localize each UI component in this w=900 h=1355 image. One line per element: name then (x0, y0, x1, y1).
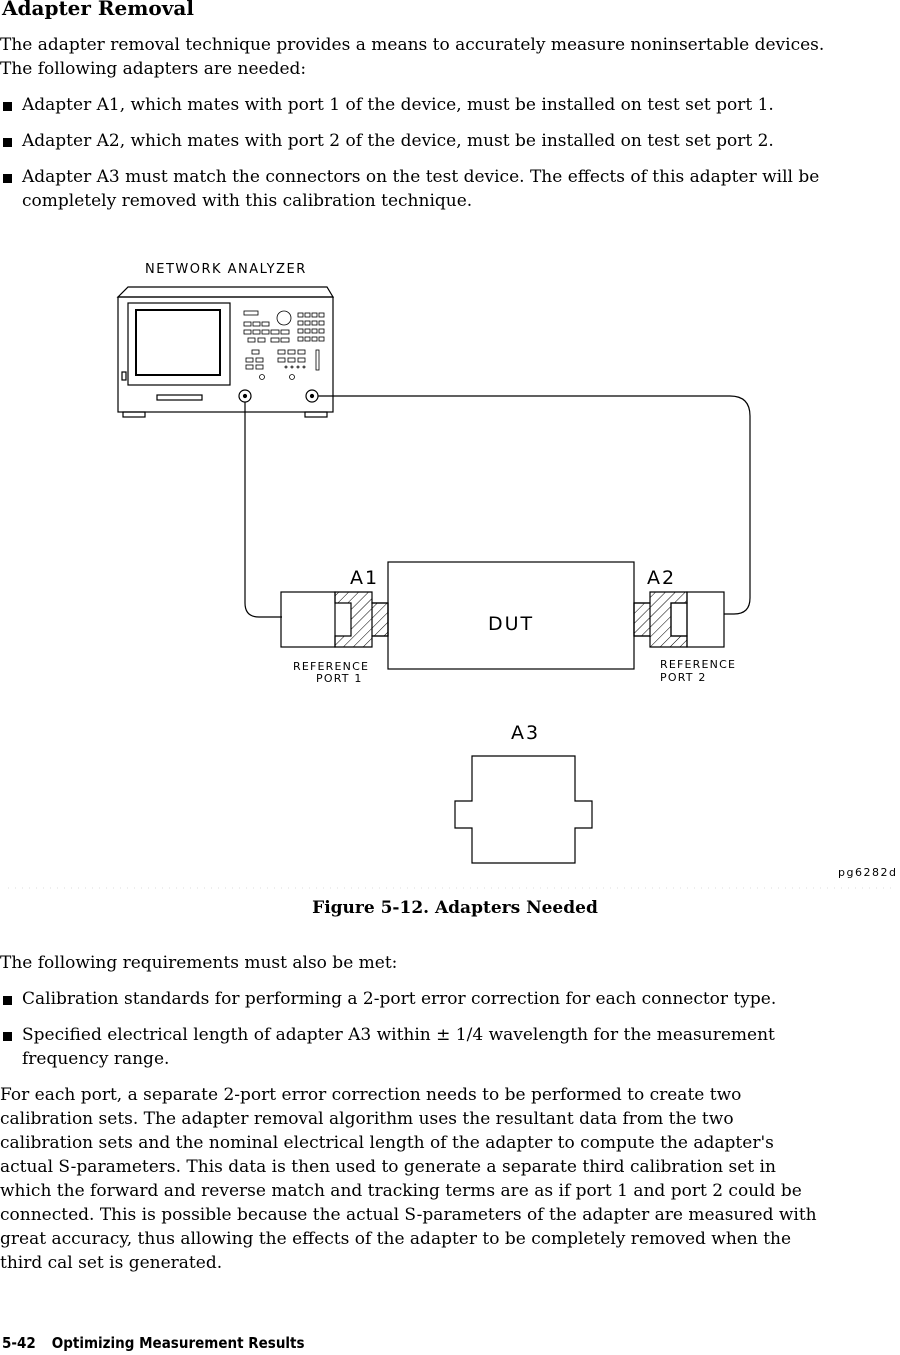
requirements-intro: The following requirements must also be … (0, 953, 398, 973)
network-analyzer-label: NETWORK ANALYZER (145, 262, 307, 277)
bullet-square-icon (3, 174, 12, 183)
adapter-a3 (454, 755, 593, 864)
page-number: 5-42 (2, 1334, 36, 1352)
adapter-a2 (633, 591, 725, 648)
bullet-text: Calibration standards for performing a 2… (22, 989, 777, 1009)
a1-label: A1 (350, 567, 379, 589)
figure-code: pg6282d (838, 866, 897, 879)
section-heading: Adapter Removal (2, 0, 194, 20)
adapter-bullet-a3: Adapter A3 must match the connectors on … (0, 165, 895, 213)
bullet-square-icon (3, 138, 12, 147)
body-line-3: calibration sets and the nominal electri… (0, 1133, 774, 1153)
requirement-bullet-calibration: Calibration standards for performing a 2… (0, 987, 895, 1011)
dut-label: DUT (488, 613, 534, 635)
a2-label: A2 (647, 567, 676, 589)
ref-port2-label-line2: PORT 2 (660, 671, 707, 684)
adapter-a1 (280, 591, 389, 648)
a3-label: A3 (511, 722, 540, 744)
body-line-4: actual S-parameters. This data is then u… (0, 1157, 776, 1177)
adapter-bullet-a1: Adapter A1, which mates with port 1 of t… (0, 93, 895, 117)
bullet-text: Specified electrical length of adapter A… (22, 1025, 775, 1069)
network-analyzer-instrument (116, 286, 335, 418)
body-line-8: third cal set is generated. (0, 1253, 223, 1273)
intro-line-2: The following adapters are needed: (0, 59, 307, 79)
body-line-6: connected. This is possible because the … (0, 1205, 817, 1225)
ref-port2-label-line1: REFERENCE (660, 658, 736, 671)
bullet-square-icon (3, 102, 12, 111)
figure-caption: Figure 5-12. Adapters Needed (312, 898, 598, 918)
bullet-square-icon (3, 1032, 12, 1041)
port1-cable (244, 402, 282, 618)
body-line-2: calibration sets. The adapter removal al… (0, 1109, 734, 1129)
bullet-text: Adapter A1, which mates with port 1 of t… (22, 95, 774, 115)
body-line-1: For each port, a separate 2-port error c… (0, 1085, 742, 1105)
body-line-7: great accuracy, thus allowing the effect… (0, 1229, 792, 1249)
adapter-diagram: NETWORK ANALYZER (8, 262, 897, 889)
adapter-bullet-a2: Adapter A2, which mates with port 2 of t… (0, 129, 895, 153)
intro-line-1: The adapter removal technique provides a… (0, 35, 825, 55)
ref-port1-label-line1: REFERENCE (293, 660, 369, 673)
port2-cable (318, 395, 751, 615)
adapter-figure: NETWORK ANALYZER (0, 250, 900, 890)
page-footer: 5-42 Optimizing Measurement Results (2, 1334, 321, 1352)
bullet-text: Adapter A2, which mates with port 2 of t… (22, 131, 774, 151)
bullet-square-icon (3, 996, 12, 1005)
body-line-5: which the forward and reverse match and … (0, 1181, 802, 1201)
ref-port1-label-line2: PORT 1 (316, 672, 363, 685)
bullet-text: Adapter A3 must match the connectors on … (22, 167, 820, 211)
footer-section-title: Optimizing Measurement Results (51, 1334, 305, 1352)
requirement-bullet-length: Specified electrical length of adapter A… (0, 1023, 860, 1071)
